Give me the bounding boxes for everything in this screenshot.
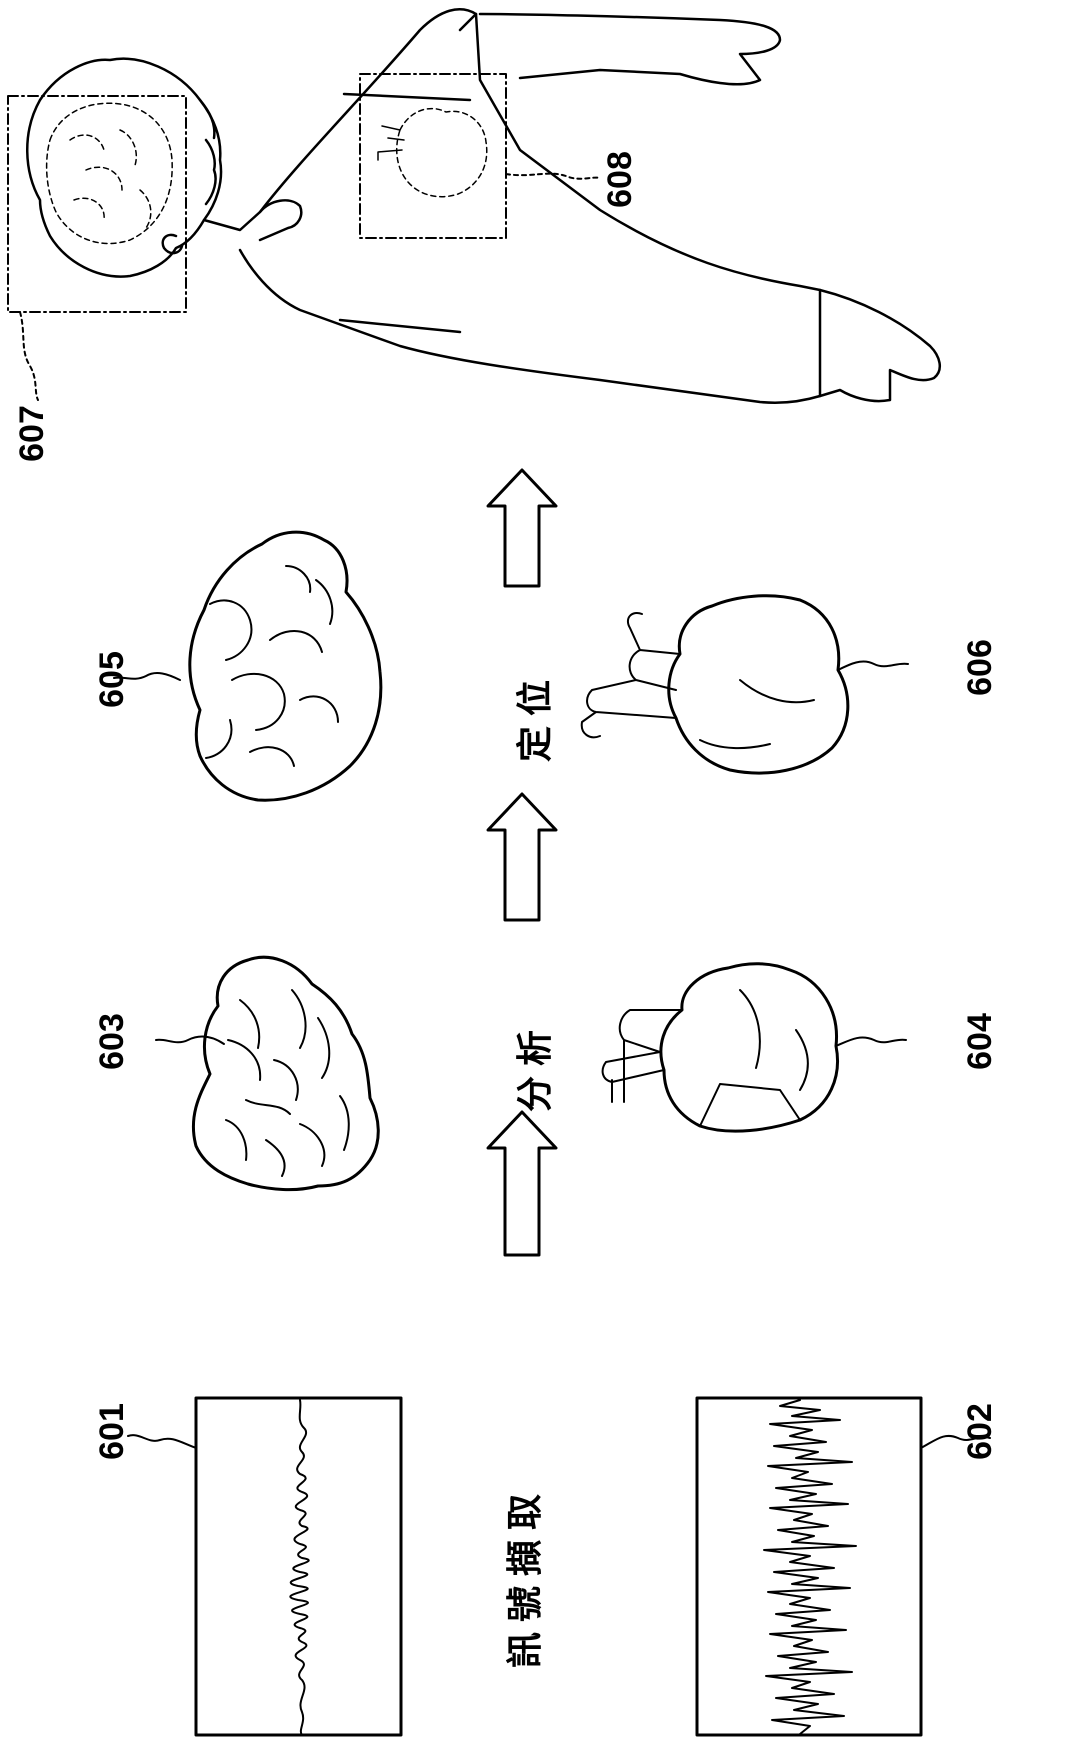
step-locate-label: 定位 xyxy=(506,670,558,762)
label-606: 606 xyxy=(961,639,1000,696)
brain-region-box-607 xyxy=(8,96,186,312)
heart-in-chest xyxy=(397,109,487,197)
arrow-1-icon xyxy=(488,1112,556,1255)
label-604: 604 xyxy=(961,1013,1000,1070)
brain-603 xyxy=(156,957,378,1189)
brain-605 xyxy=(114,532,381,800)
head-outline xyxy=(27,59,221,277)
neck-collar xyxy=(204,200,301,240)
signal-box-601 xyxy=(128,1398,401,1735)
eeg-waveform xyxy=(290,1400,308,1735)
leader-607 xyxy=(20,312,38,400)
ear xyxy=(163,235,182,253)
leader-601 xyxy=(128,1435,196,1448)
arm-lower xyxy=(820,290,940,401)
arrow-2-icon xyxy=(488,794,556,920)
step-arrows xyxy=(488,470,556,1255)
brain-in-head xyxy=(47,103,173,243)
leader-603 xyxy=(156,1037,224,1044)
label-605: 605 xyxy=(93,651,132,708)
label-607: 607 xyxy=(13,405,52,462)
arrow-3-icon xyxy=(488,470,556,586)
human-figure xyxy=(8,9,940,403)
step-capture-label: 訊號擷取 xyxy=(496,1484,548,1668)
leader-606 xyxy=(838,662,908,670)
ecg-waveform xyxy=(764,1400,856,1734)
label-601: 601 xyxy=(93,1403,132,1460)
label-602: 602 xyxy=(961,1403,1000,1460)
torso-outline xyxy=(240,9,820,403)
label-608: 608 xyxy=(601,151,640,208)
heart-604 xyxy=(603,964,906,1131)
step-analysis-label: 分析 xyxy=(506,1020,558,1112)
arm-upper xyxy=(480,14,780,84)
heart-606 xyxy=(582,596,908,773)
leader-604 xyxy=(836,1038,906,1046)
face xyxy=(200,100,216,204)
signal-box-602 xyxy=(697,1398,990,1735)
label-603: 603 xyxy=(93,1013,132,1070)
